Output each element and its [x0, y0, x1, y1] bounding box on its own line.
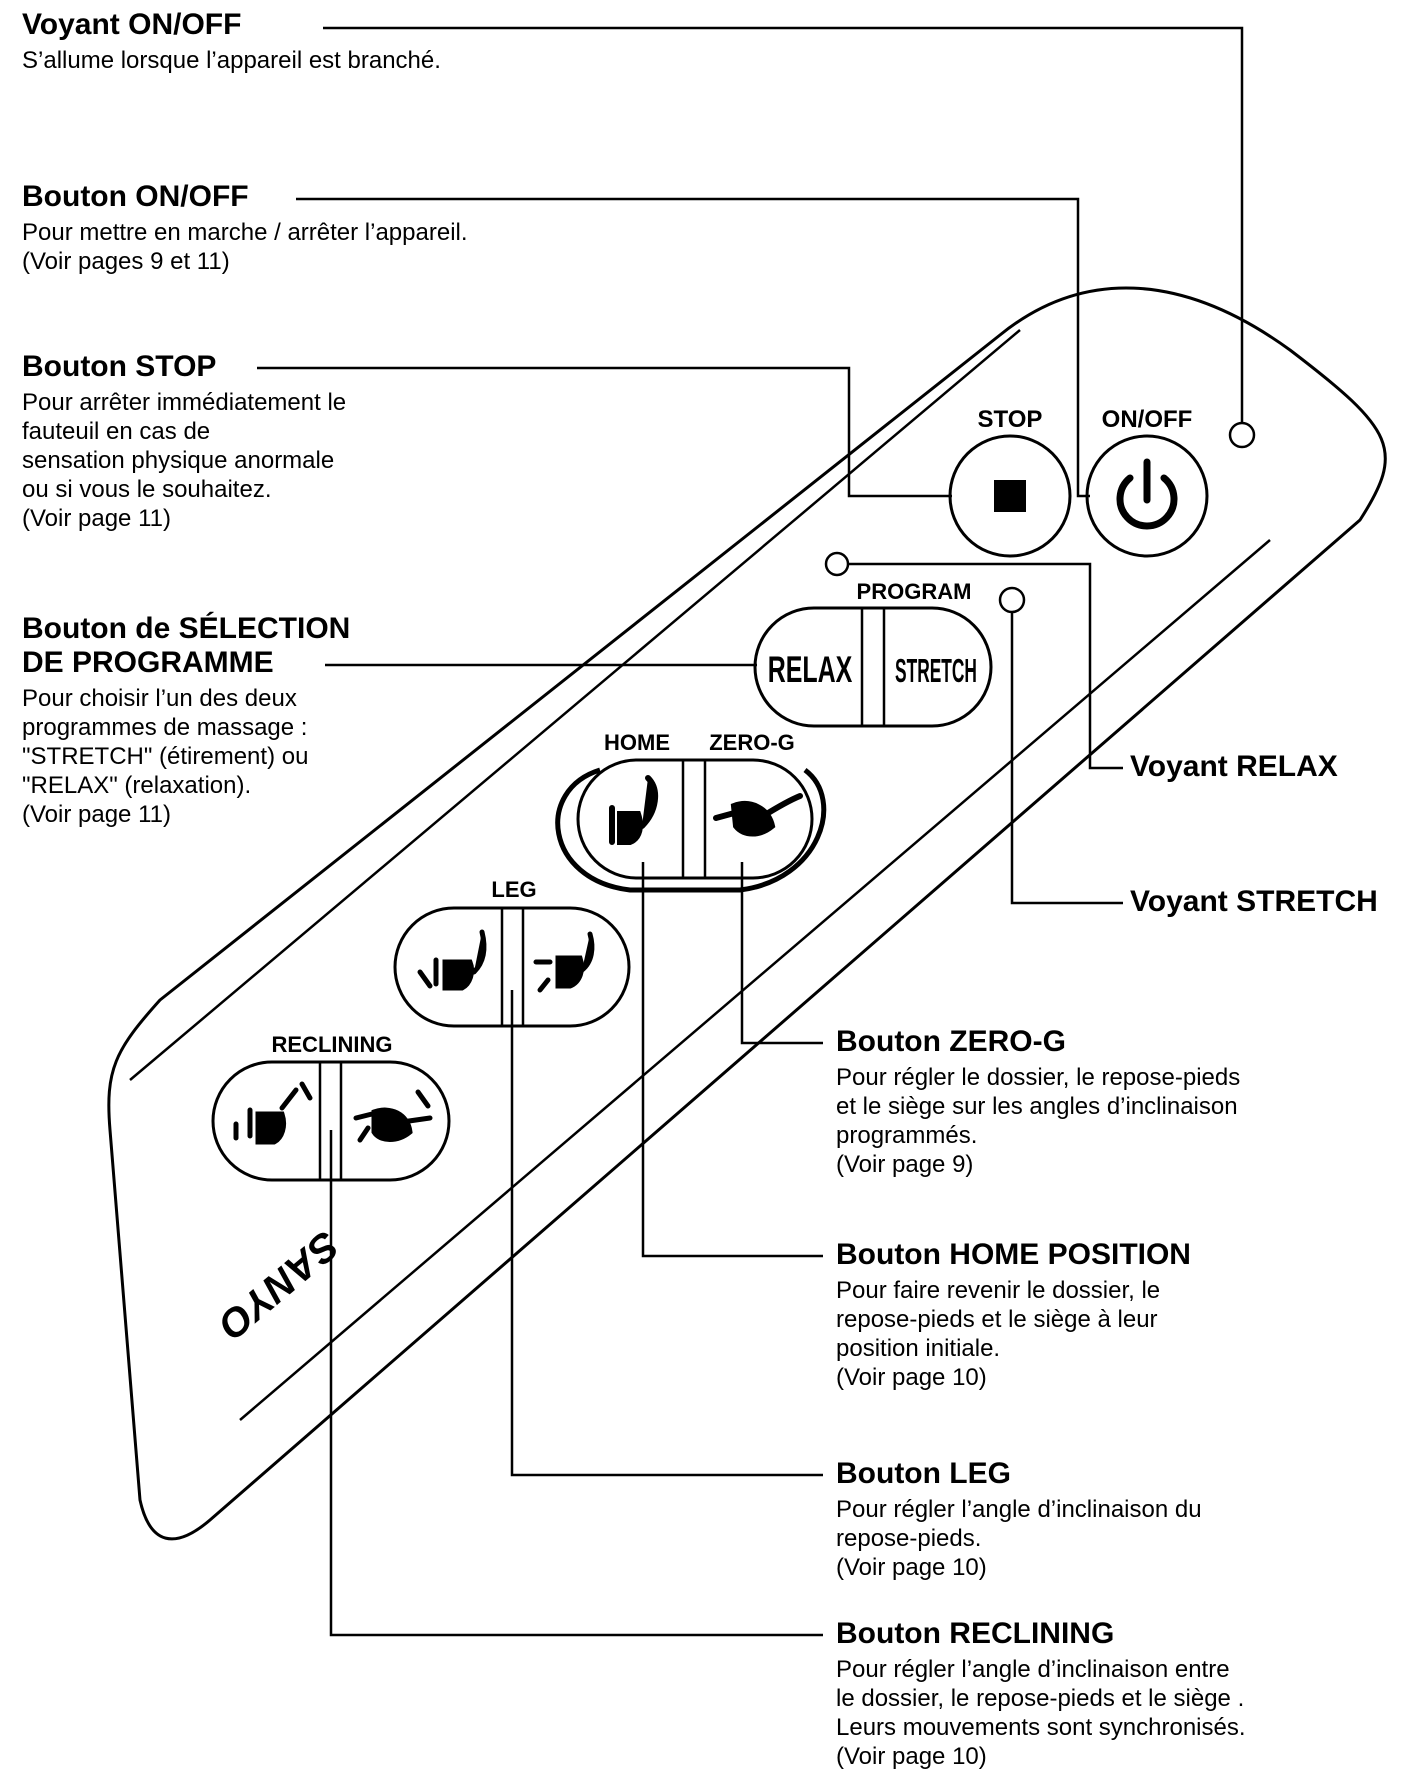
leader-voyant-relax [848, 562, 1123, 770]
callout-voyant-relax-title: Voyant RELAX [1130, 750, 1338, 783]
callout-bouton-home: Bouton HOME POSITION Pour faire revenir … [836, 1238, 1191, 1392]
callout-bouton-selection-line-3: "STRETCH" (étirement) ou [22, 743, 309, 770]
callout-bouton-onoff: Bouton ON/OFF Pour mettre en marche / ar… [22, 180, 468, 276]
leader-lines [257, 26, 1244, 1637]
leg-label: LEG [491, 877, 536, 902]
callout-bouton-onoff-line-1: Pour mettre en marche / arrêter l’appare… [22, 219, 468, 246]
reclining-down-button[interactable] [353, 1089, 433, 1143]
onoff-indicator-lamp [1228, 421, 1256, 449]
callout-bouton-selection-line-1: Pour choisir l’un des deux [22, 685, 297, 712]
leader-bouton-home [641, 862, 823, 1258]
callout-bouton-selection-line-4: "RELAX" (relaxation). [22, 772, 252, 799]
callout-bouton-home-line-4: (Voir page 10) [836, 1364, 987, 1391]
callout-bouton-leg: Bouton LEG Pour régler l’angle d’inclina… [836, 1457, 1202, 1582]
stretch-button[interactable]: STRETCH [895, 652, 977, 690]
leader-voyant-stretch [1010, 612, 1123, 905]
zerog-button[interactable] [713, 793, 803, 837]
stretch-indicator-lamp [998, 586, 1026, 614]
remote-inner-line-bottom [239, 539, 1271, 1421]
callout-bouton-stop-line-2: fauteuil en cas de [22, 418, 211, 445]
callout-bouton-zerog-title: Bouton ZERO-G [836, 1025, 1066, 1058]
leg-up-button[interactable] [533, 931, 595, 993]
leader-bouton-reclining [329, 1130, 823, 1637]
callout-bouton-zerog-line-3: programmés. [836, 1122, 978, 1149]
callout-bouton-home-line-3: position initiale. [836, 1335, 1001, 1362]
remote-outline [107, 286, 1387, 1541]
home-zerog-bracket [555, 767, 827, 893]
callout-bouton-leg-line-1: Pour régler l’angle d’inclinaison du [836, 1496, 1202, 1523]
program-label: PROGRAM [857, 579, 972, 604]
home-zerog-pill [576, 758, 814, 880]
remote-inner-line-top [129, 329, 1021, 1081]
callout-bouton-selection-title-2: DE PROGRAMME [22, 646, 274, 679]
relax-indicator-lamp [824, 551, 850, 577]
relax-button[interactable]: RELAX [768, 649, 853, 690]
callout-bouton-reclining-line-4: (Voir page 10) [836, 1743, 987, 1770]
callout-bouton-onoff-line-2: (Voir pages 9 et 11) [22, 248, 230, 275]
callout-bouton-stop-line-3: sensation physique anormale [22, 447, 335, 474]
reclining-up-button[interactable] [233, 1081, 313, 1145]
leader-bouton-zerog [740, 862, 823, 1045]
callout-bouton-reclining-line-1: Pour régler l’angle d’inclinaison entre [836, 1656, 1230, 1683]
callout-bouton-leg-line-2: repose-pieds. [836, 1525, 982, 1552]
callout-bouton-leg-title: Bouton LEG [836, 1457, 1011, 1490]
callout-voyant-onoff-line: S’allume lorsque l’appareil est branché. [22, 47, 441, 74]
leader-voyant-onoff [323, 26, 1244, 423]
callout-bouton-selection-line-2: programmes de massage : [22, 714, 308, 741]
callout-bouton-reclining-line-3: Leurs mouvements sont synchronisés. [836, 1714, 1246, 1741]
callout-voyant-relax: Voyant RELAX [1130, 750, 1338, 784]
callout-bouton-zerog-line-4: (Voir page 9) [836, 1151, 974, 1178]
callout-bouton-zerog-line-2: et le siège sur les angles d’inclinaison [836, 1093, 1238, 1120]
callout-bouton-home-line-2: repose-pieds et le siège à leur [836, 1306, 1158, 1333]
reclining-down-chair-icon [353, 1089, 433, 1143]
brand-logo: SANYO [210, 1222, 347, 1347]
callout-bouton-stop-line-1: Pour arrêter immédiatement le [22, 389, 347, 416]
leader-bouton-stop [257, 366, 952, 498]
leg-down-chair-icon [417, 929, 487, 991]
power-icon [1116, 458, 1178, 530]
callout-bouton-onoff-title: Bouton ON/OFF [22, 180, 249, 213]
callout-bouton-stop-title: Bouton STOP [22, 350, 217, 383]
callout-bouton-selection: Bouton de SÉLECTION DE PROGRAMME Pour ch… [22, 612, 350, 829]
callout-bouton-stop: Bouton STOP Pour arrêter immédiatement l… [22, 350, 346, 533]
callout-bouton-stop-line-5: (Voir page 11) [22, 505, 171, 532]
callout-bouton-zerog-line-1: Pour régler le dossier, le repose-pieds [836, 1064, 1241, 1091]
leader-bouton-leg [510, 990, 823, 1477]
onoff-label: ON/OFF [1102, 406, 1193, 433]
callout-bouton-leg-line-3: (Voir page 10) [836, 1554, 987, 1581]
callout-bouton-zerog: Bouton ZERO-G Pour régler le dossier, le… [836, 1025, 1240, 1179]
callout-bouton-stop-line-4: ou si vous le souhaitez. [22, 476, 272, 503]
home-chair-icon [609, 775, 659, 845]
reclining-label: RECLINING [272, 1032, 393, 1057]
callout-bouton-reclining-line-2: le dossier, le repose-pieds et le siège … [836, 1685, 1245, 1712]
callout-voyant-onoff-title: Voyant ON/OFF [22, 8, 242, 41]
zerog-label: ZERO-G [709, 730, 795, 755]
reclining-up-chair-icon [233, 1081, 313, 1145]
home-button[interactable] [609, 775, 659, 845]
callout-bouton-reclining-title: Bouton RECLINING [836, 1617, 1115, 1650]
home-label: HOME [604, 730, 670, 755]
callout-voyant-stretch: Voyant STRETCH [1130, 885, 1378, 919]
callout-bouton-selection-title-1: Bouton de SÉLECTION [22, 612, 351, 645]
leg-up-chair-icon [533, 931, 595, 993]
callout-voyant-stretch-title: Voyant STRETCH [1130, 885, 1378, 918]
stop-label: STOP [978, 406, 1043, 433]
callout-bouton-home-title: Bouton HOME POSITION [836, 1238, 1191, 1271]
program-pill [753, 606, 993, 728]
leg-down-button[interactable] [417, 929, 487, 991]
callout-bouton-selection-line-5: (Voir page 11) [22, 801, 171, 828]
callout-bouton-reclining: Bouton RECLINING Pour régler l’angle d’i… [836, 1617, 1246, 1771]
callout-voyant-onoff: Voyant ON/OFF S’allume lorsque l’apparei… [22, 8, 441, 75]
stop-square-icon [994, 480, 1026, 512]
leader-bouton-onoff [296, 197, 1090, 498]
callout-bouton-home-line-1: Pour faire revenir le dossier, le [836, 1277, 1161, 1304]
zerog-chair-icon [713, 793, 803, 837]
